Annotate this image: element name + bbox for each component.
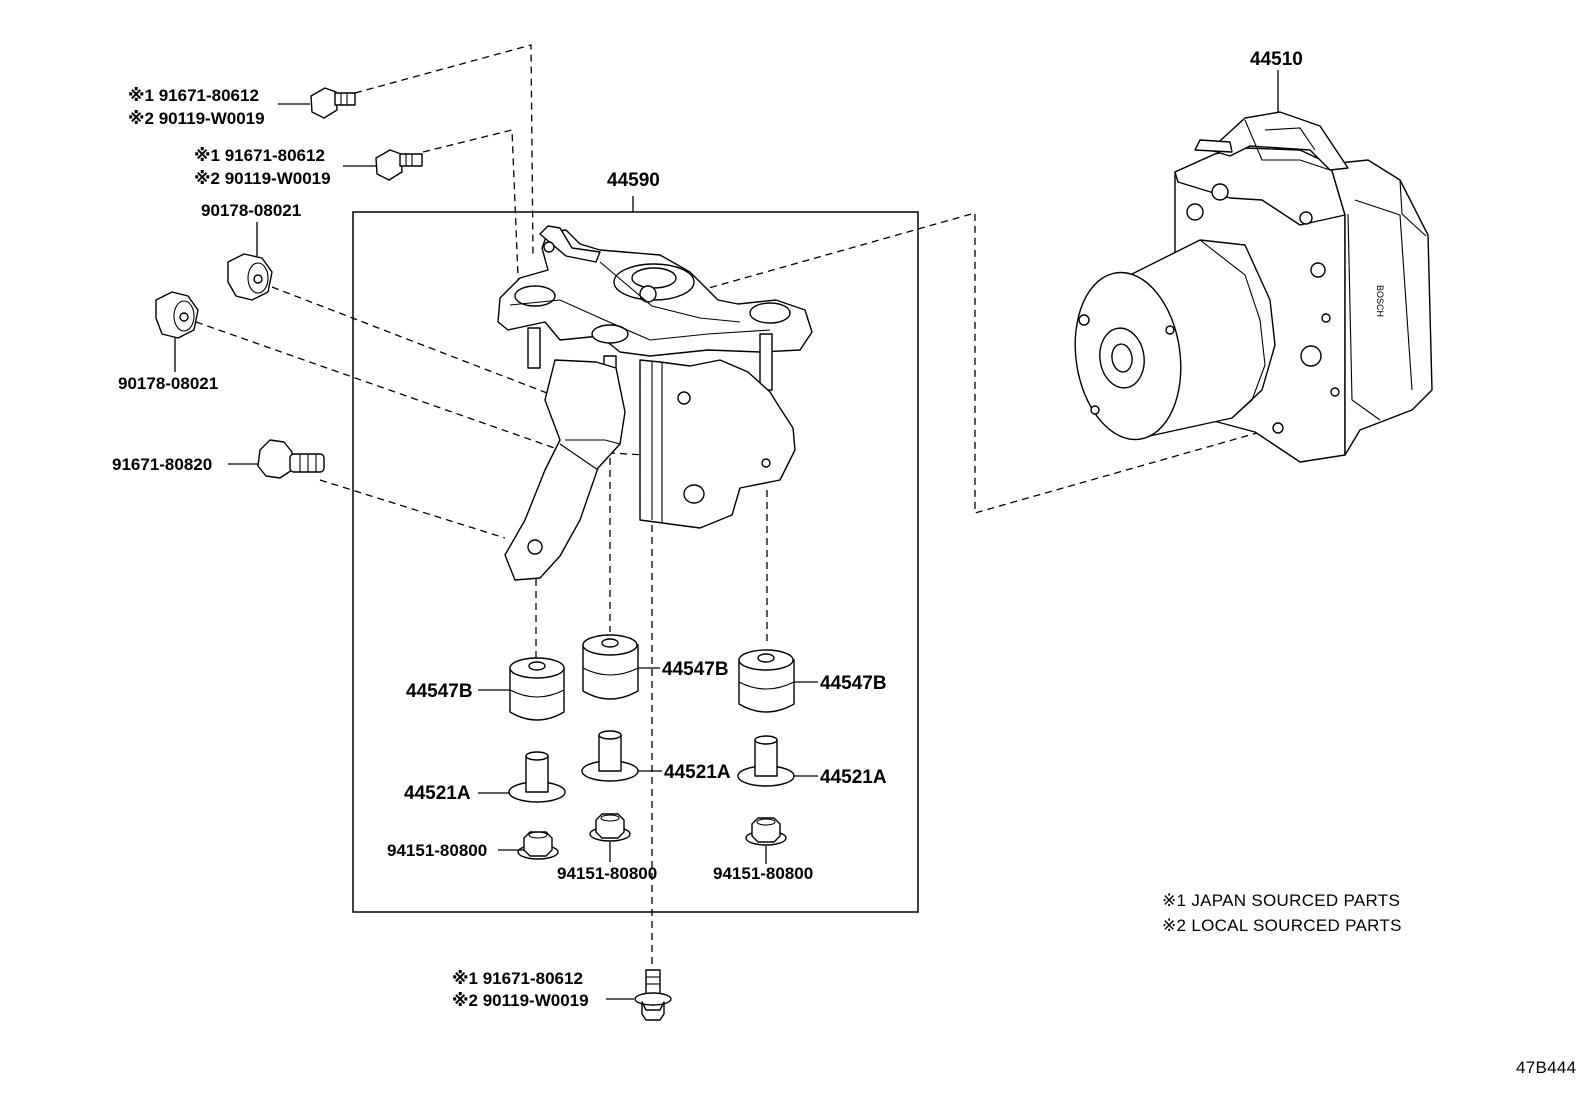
label-bolt-top-2-line2[interactable]: ※2 90119-W0019 — [194, 169, 331, 188]
note-local-sourced: ※2 LOCAL SOURCED PARTS — [1162, 916, 1402, 935]
label-bolt-bottom-line2[interactable]: ※2 90119-W0019 — [452, 991, 589, 1010]
label-bolt-bottom-line1[interactable]: ※1 91671-80612 — [452, 969, 583, 988]
nut-lower-90178[interactable] — [155, 291, 199, 372]
collar-right-44521A[interactable] — [737, 735, 818, 787]
flange-nut-left-94151[interactable] — [498, 831, 559, 860]
label-bolt-side[interactable]: 91671-80820 — [112, 455, 212, 474]
bracket-group-box — [352, 211, 919, 913]
collar-center-44521A[interactable] — [581, 730, 662, 782]
label-nut-lower[interactable]: 90178-08021 — [118, 374, 218, 393]
label-44590[interactable]: 44590 — [607, 170, 660, 191]
note-japan-sourced: ※1 JAPAN SOURCED PARTS — [1162, 891, 1400, 910]
label-collar-right[interactable]: 44521A — [820, 767, 887, 788]
label-collar-center[interactable]: 44521A — [664, 762, 731, 783]
label-cushion-center[interactable]: 44547B — [662, 659, 729, 680]
nut-upper-90178[interactable] — [227, 222, 273, 301]
cushion-center-44547B[interactable] — [582, 634, 660, 700]
bolt-top-2[interactable] — [343, 149, 423, 181]
label-bolt-top-1-line2[interactable]: ※2 90119-W0019 — [128, 109, 265, 128]
label-bolt-top-1-line1[interactable]: ※1 91671-80612 — [128, 86, 259, 105]
label-44510[interactable]: 44510 — [1250, 49, 1303, 70]
bracket-44590[interactable] — [497, 225, 813, 581]
label-collar-left[interactable]: 44521A — [404, 783, 471, 804]
bolt-top-1[interactable] — [278, 87, 356, 119]
label-bolt-top-2-line1[interactable]: ※1 91671-80612 — [194, 146, 325, 165]
label-flange-nut-left[interactable]: 94151-80800 — [387, 841, 487, 860]
label-nut-upper[interactable]: 90178-08021 — [201, 201, 301, 220]
actuator-marking-text: BOSCH — [1375, 285, 1385, 317]
bolt-side-91671-80820[interactable] — [228, 439, 325, 479]
assembly-dashed-lines — [195, 44, 1279, 968]
flange-nut-center-94151[interactable] — [589, 813, 631, 862]
label-flange-nut-center[interactable]: 94151-80800 — [557, 864, 657, 883]
label-flange-nut-right[interactable]: 94151-80800 — [713, 864, 813, 883]
cushion-left-44547B[interactable] — [478, 657, 565, 721]
actuator-44510[interactable]: BOSCH — [1065, 70, 1433, 463]
label-cushion-left[interactable]: 44547B — [406, 681, 473, 702]
bolt-bottom[interactable] — [606, 969, 672, 1021]
collar-left-44521A[interactable] — [478, 751, 566, 803]
cushion-right-44547B[interactable] — [738, 649, 818, 713]
flange-nut-right-94151[interactable] — [745, 817, 787, 864]
label-cushion-right[interactable]: 44547B — [820, 673, 887, 694]
diagram-code: 47B444 — [1516, 1058, 1576, 1077]
